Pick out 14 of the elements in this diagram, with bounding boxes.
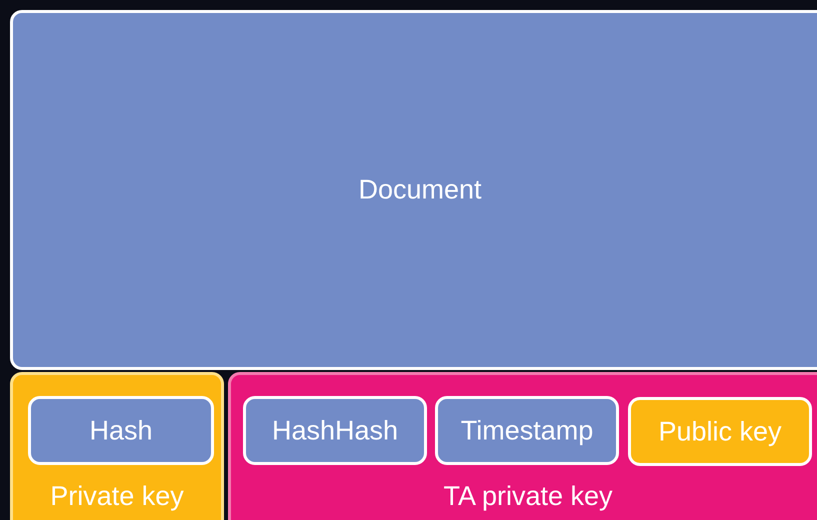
- node-label: Timestamp: [460, 417, 594, 444]
- node-label: Public key: [658, 418, 782, 445]
- ta-private-key-panel: [228, 372, 817, 520]
- node-label: Private key: [50, 483, 184, 510]
- hashhash-box: [243, 396, 427, 465]
- public-key-box: [628, 397, 812, 466]
- node-label: Document: [358, 176, 482, 204]
- timestamp-box: [435, 396, 619, 465]
- node-label: TA private key: [443, 483, 613, 510]
- document-box: [10, 10, 817, 370]
- hash-box: [28, 396, 214, 465]
- node-label: Hash: [89, 417, 153, 444]
- private-key-panel: [10, 372, 224, 520]
- node-label: HashHash: [272, 417, 398, 444]
